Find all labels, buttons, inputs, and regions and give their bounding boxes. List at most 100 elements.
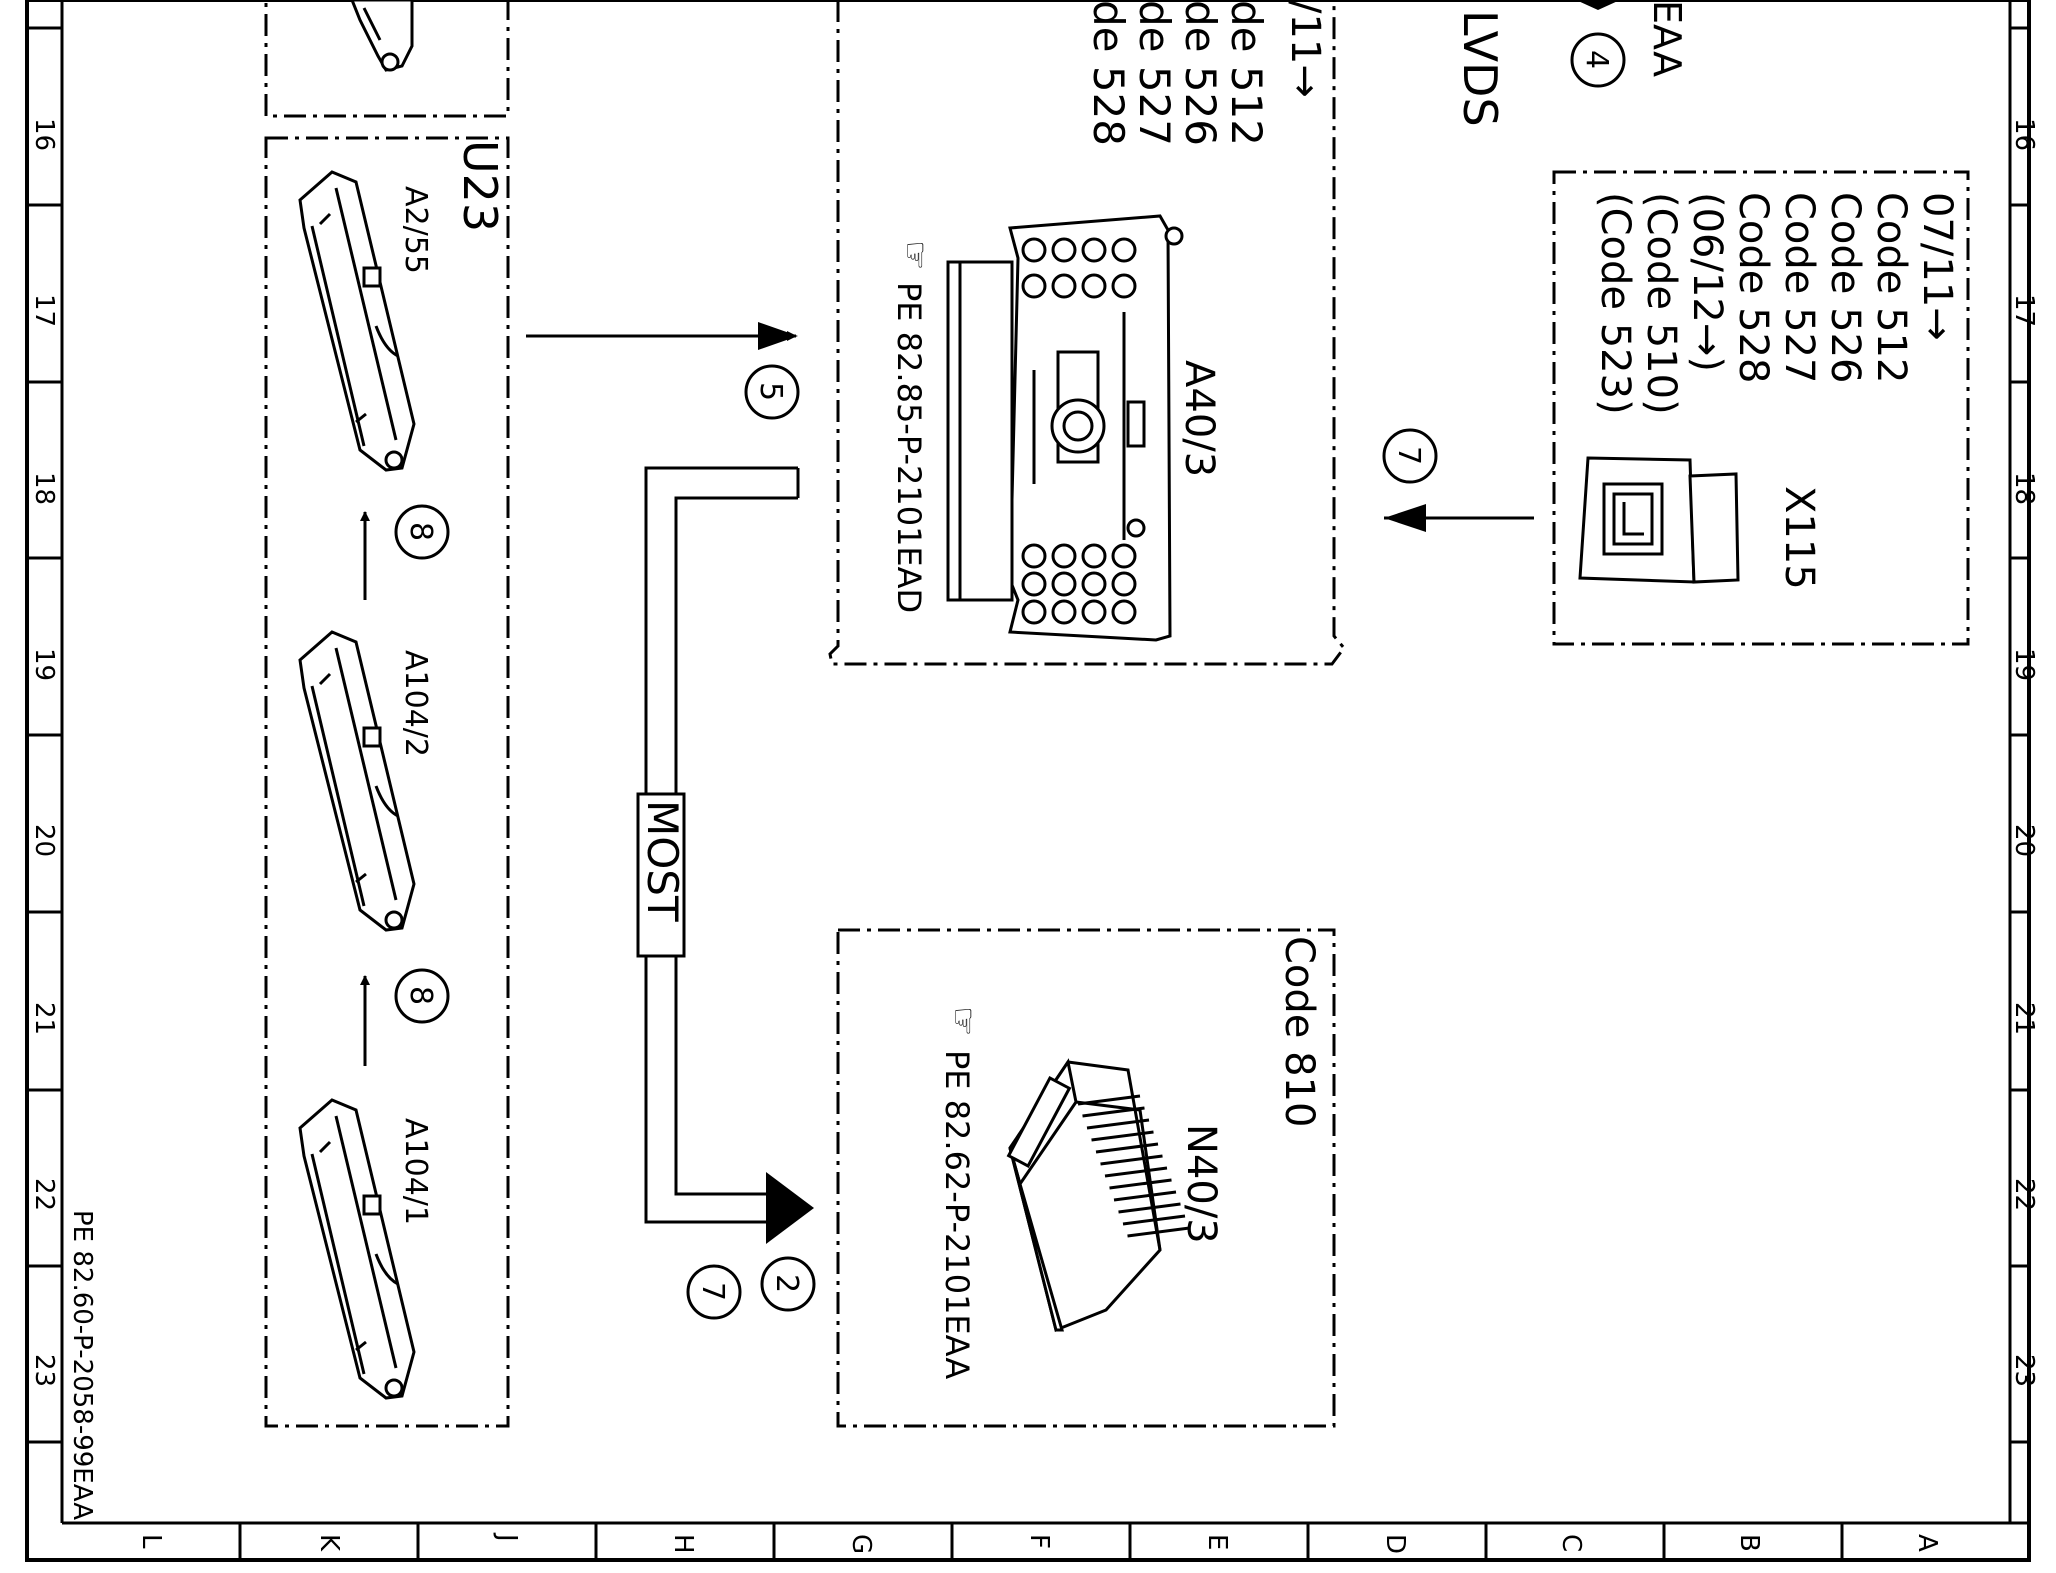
- u23-module-group: U23 A2/55 8: [264, 0, 510, 1428]
- head-unit-code-2: de 526: [1176, 0, 1225, 146]
- heat-fin: [1082, 1106, 1145, 1118]
- grid-row-label: 23: [2009, 1354, 2039, 1387]
- grid-row-label: 23: [29, 1354, 59, 1387]
- grid-column-label: J: [492, 1532, 522, 1542]
- grid-column-label: E: [1202, 1534, 1232, 1550]
- connector-line-1: 07/11→: [1914, 192, 1960, 341]
- callout-7-top: 7: [1382, 428, 1438, 484]
- head-unit-id: A40/3: [1176, 360, 1222, 477]
- callout-8-upper: 8: [394, 504, 450, 560]
- grid-row-label: 22: [29, 1178, 59, 1211]
- callout-5: 5: [744, 364, 800, 420]
- connector-dashed-frame: [1552, 170, 1970, 646]
- heat-fin: [1109, 1178, 1172, 1190]
- grid-column-label: L: [136, 1534, 166, 1549]
- module-a2-55-label: A2/55: [398, 186, 433, 274]
- callout-2-label: 2: [769, 1274, 804, 1293]
- amplifier-icon: [1006, 1058, 1190, 1333]
- button-hole: [1021, 599, 1047, 625]
- button-hole: [1021, 273, 1047, 299]
- callout-5-label: 5: [753, 382, 788, 401]
- most-label-box: [636, 792, 686, 958]
- grid-row-label: 20: [2009, 824, 2039, 857]
- button-hole: [1051, 599, 1077, 625]
- heat-fin: [1095, 1142, 1159, 1154]
- connector-line-6: (06/12→): [1684, 192, 1730, 372]
- button-hole: [1051, 237, 1077, 263]
- callout-4-label: 4: [1579, 50, 1614, 69]
- button-hole: [1051, 273, 1077, 299]
- amplifier-code: Code 810: [1276, 936, 1322, 1127]
- button-hole: [1081, 237, 1107, 263]
- button-hole: [1081, 571, 1107, 597]
- amplifier-box: Code 810 N40/3 ☞ PE 82.62-P-2101EAA: [836, 928, 1336, 1428]
- most-arrow-head: [766, 1172, 814, 1244]
- head-unit-code-3: de 527: [1130, 0, 1179, 146]
- connector-line-4: Code 527: [1776, 192, 1822, 383]
- module-a104-2-label: A104/2: [398, 650, 433, 757]
- head-unit-code-4: de 528: [1084, 0, 1133, 146]
- document-reference: PE 82.60-P-2058-99EAA: [67, 1210, 97, 1520]
- partial-module-icon: [350, 0, 414, 72]
- callout-8-lower: 8: [394, 968, 450, 1024]
- head-unit-code-1: de 512: [1222, 0, 1271, 146]
- module-a2-55-icon: A2/55: [298, 170, 433, 472]
- most-bus: MOST: [636, 466, 814, 1244]
- button-hole: [1021, 543, 1047, 569]
- grid-row-label: 20: [29, 824, 59, 857]
- grid-row-label: 18: [2009, 472, 2039, 505]
- grid-row-label: 22: [2009, 1178, 2039, 1211]
- grid-column-label: B: [1734, 1534, 1764, 1552]
- grid-row-labels: 16 17 18 19 20 21 22 23 16 17 18 19 20 2…: [29, 118, 2039, 1387]
- callout-4: 4: [1570, 32, 1626, 88]
- button-hole: [1021, 571, 1047, 597]
- drawing-frame: [25, 0, 2031, 1562]
- grid-row-label: 21: [2009, 1002, 2039, 1035]
- callout-7-top-label: 7: [1391, 446, 1426, 465]
- head-unit-icon: [946, 214, 1184, 642]
- connector-line-8: (Code 523): [1592, 192, 1638, 415]
- heat-fin: [1077, 1094, 1141, 1106]
- module-a104-1-label: A104/1: [398, 1118, 433, 1225]
- grid-column-label: G: [846, 1534, 876, 1554]
- arrow-4-head: [1576, 0, 1620, 10]
- amplifier-ref: PE 82.62-P-2101EAA: [938, 1050, 976, 1379]
- connector-line-7: (Code 510): [1638, 192, 1684, 415]
- heat-fin: [1086, 1118, 1150, 1130]
- head-unit-ref: PE 82.85-P-2101EAD: [890, 282, 928, 613]
- button-hole: [1111, 273, 1137, 299]
- connector-line-2: Code 512: [1868, 192, 1914, 383]
- grid-row-label: 19: [2009, 648, 2039, 681]
- grid-column-label: D: [1380, 1534, 1410, 1554]
- amplifier-id: N40/3: [1178, 1124, 1224, 1244]
- heat-fin: [1127, 1226, 1190, 1238]
- heat-fin: [1113, 1190, 1177, 1202]
- most-label: MOST: [638, 800, 687, 922]
- connector-box: 07/11→ Code 512 Code 526 Code 527 Code 5…: [1552, 170, 1970, 646]
- lvds-label: LVDS: [1453, 10, 1507, 127]
- grid-row-label: 17: [29, 294, 59, 327]
- grid-row-label: 16: [2009, 118, 2039, 151]
- connector-line-3: Code 526: [1822, 192, 1868, 383]
- callout-8-lower-label: 8: [403, 986, 438, 1005]
- top-right-text: EAA: [1645, 0, 1689, 77]
- arrow-5-head: [758, 322, 798, 350]
- callout-7-bottom-label: 7: [695, 1282, 730, 1301]
- button-hole: [1111, 237, 1137, 263]
- callout-7-bottom: 7: [686, 1264, 742, 1320]
- amplifier-hand-icon: ☞: [943, 1006, 983, 1036]
- button-hole: [1081, 273, 1107, 299]
- grid-column-label: F: [1024, 1534, 1054, 1549]
- button-hole: [1111, 543, 1137, 569]
- heat-fin: [1100, 1154, 1163, 1166]
- callout-2: 2: [760, 1256, 816, 1312]
- connector-icon: [1578, 456, 1740, 584]
- button-hole: [1021, 237, 1047, 263]
- arrow-7-head: [1384, 504, 1426, 532]
- u23-group-label: U23: [453, 140, 507, 232]
- amplifier-dashed-frame: [836, 928, 1336, 1428]
- heat-fin: [1118, 1202, 1181, 1214]
- grid-row-label: 18: [29, 472, 59, 505]
- button-hole: [1081, 599, 1107, 625]
